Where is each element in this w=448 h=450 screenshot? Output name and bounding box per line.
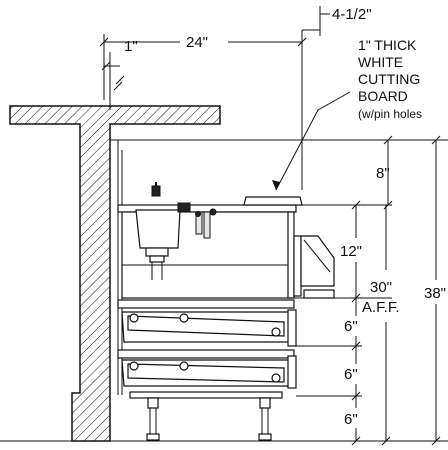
dimension-24: 24" (99, 30, 307, 190)
counter-top-hatch (9, 105, 221, 442)
callout-line-1: 1" THICK (358, 37, 417, 53)
dim-label-24: 24" (186, 34, 208, 51)
dim-label-8: 8" (376, 165, 390, 182)
dim-label-legs: 6" (344, 411, 358, 428)
callout-line-2: WHITE (358, 54, 403, 70)
control-fixtures (177, 202, 217, 239)
dim-label-1: 1" (124, 38, 138, 55)
dim-label-12: 12" (340, 243, 362, 260)
cutting-board (243, 196, 303, 206)
dim-label-aff: A.F.F. (362, 299, 400, 316)
callout-line-4: BOARD (358, 88, 408, 104)
drawer-1 (117, 299, 297, 347)
dim-label-30: 30" (370, 279, 392, 296)
sink-bowl (135, 182, 181, 280)
base-legs (129, 391, 283, 441)
drawer-2 (117, 349, 297, 389)
dim-label-drawer-2: 6" (344, 366, 358, 383)
vertical-dimensions: 8" 12" 6" 6" 6" 30" A.F.F. 38" (294, 135, 446, 446)
dim-label-38: 38" (424, 285, 446, 302)
side-bracket (293, 235, 335, 299)
callout-line-5: (w/pin holes (358, 107, 422, 121)
dim-label-4-1-2: 4-1/2" (332, 6, 372, 23)
dim-label-drawer-1: 6" (344, 318, 358, 335)
cutting-board-callout: 1" THICK WHITE CUTTING BOARD (w/pin hole… (272, 37, 422, 191)
callout-line-3: CUTTING (358, 71, 420, 87)
dimension-1: 1" (101, 38, 138, 110)
dimension-4-1-2: 4-1/2" (302, 6, 372, 36)
